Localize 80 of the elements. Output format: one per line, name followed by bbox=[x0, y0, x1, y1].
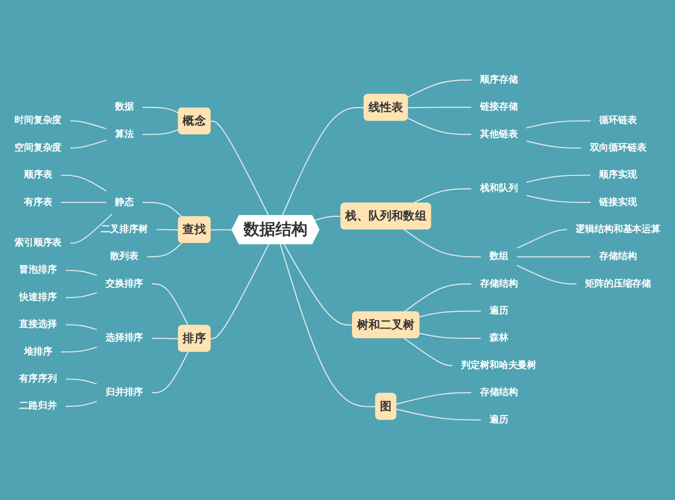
connector bbox=[526, 140, 582, 149]
connector bbox=[152, 352, 189, 394]
connector bbox=[516, 256, 591, 258]
connector bbox=[419, 310, 481, 318]
node-text: 栈和队列 bbox=[480, 183, 518, 194]
connector bbox=[60, 202, 106, 203]
connector bbox=[526, 120, 591, 128]
connector bbox=[66, 378, 97, 385]
node-text: 存储结构 bbox=[480, 387, 518, 398]
node-text: 二路归并 bbox=[19, 400, 57, 412]
node-text: 归并排序 bbox=[105, 387, 144, 398]
node-text: 选择排序 bbox=[105, 332, 144, 344]
node-text: 矩阵的压缩存储 bbox=[585, 278, 652, 290]
node-text: 存储结构 bbox=[480, 278, 518, 290]
node-text: 直接选择 bbox=[19, 319, 57, 330]
node-text: 判定树和哈夫曼树 bbox=[461, 360, 537, 371]
connector bbox=[314, 216, 342, 221]
node-text: 链接实现 bbox=[599, 196, 637, 208]
node-text: 顺序存储 bbox=[480, 74, 518, 86]
connector bbox=[147, 242, 182, 258]
connector bbox=[407, 80, 472, 98]
connector bbox=[70, 213, 113, 244]
node-text: 有序序列 bbox=[19, 374, 57, 384]
node-text: 存储结构 bbox=[599, 251, 637, 262]
node-text: 空间复杂度 bbox=[14, 142, 62, 154]
node-text: 堆排序 bbox=[24, 346, 52, 358]
node-text: 遍历 bbox=[489, 306, 508, 316]
connector bbox=[156, 229, 179, 231]
node-text: 有序表 bbox=[24, 196, 52, 208]
connector bbox=[210, 229, 232, 231]
node-text: 遍历 bbox=[489, 414, 508, 426]
connector bbox=[404, 283, 472, 312]
node-text: 顺序表 bbox=[24, 170, 52, 180]
node-text: 其他链表 bbox=[480, 128, 518, 140]
connector bbox=[66, 400, 97, 407]
connector bbox=[516, 264, 576, 285]
node-text: 散列表 bbox=[110, 251, 138, 262]
connector bbox=[70, 140, 106, 149]
connector bbox=[407, 118, 472, 136]
node-text: 森林 bbox=[489, 332, 508, 344]
connector bbox=[142, 128, 179, 136]
connector bbox=[210, 120, 270, 216]
node-text: 二叉排序树 bbox=[100, 224, 148, 235]
connector bbox=[282, 107, 364, 216]
connector bbox=[70, 120, 106, 130]
node-text: 冒泡排序 bbox=[19, 264, 57, 276]
connector bbox=[516, 229, 567, 249]
connector bbox=[419, 332, 481, 339]
connector bbox=[412, 188, 472, 204]
connector bbox=[284, 244, 353, 326]
connector bbox=[142, 202, 182, 218]
connector bbox=[526, 194, 591, 203]
connector bbox=[396, 392, 472, 405]
node-text: 静态 bbox=[114, 196, 134, 208]
connector bbox=[404, 338, 452, 366]
node-text: 数组 bbox=[489, 251, 508, 262]
connector bbox=[152, 338, 179, 340]
node-text: 时间复杂度 bbox=[14, 115, 62, 126]
connector bbox=[66, 292, 97, 298]
connector bbox=[152, 283, 189, 326]
connector bbox=[60, 346, 97, 352]
connector bbox=[210, 244, 270, 340]
connector bbox=[66, 270, 97, 276]
connector bbox=[526, 174, 591, 183]
node-text: 算法 bbox=[114, 128, 134, 140]
connector bbox=[404, 229, 481, 258]
node-text: 交换排序 bbox=[105, 278, 144, 290]
node-text: 循环链表 bbox=[599, 115, 637, 126]
node-text: 逻辑结构和基本运算 bbox=[576, 224, 660, 235]
connector bbox=[66, 324, 97, 330]
connector bbox=[60, 174, 106, 192]
node-text: 链接存储 bbox=[480, 102, 518, 113]
connector bbox=[408, 106, 472, 108]
node-text: 双向循环链表 bbox=[590, 142, 646, 154]
connector bbox=[280, 244, 376, 408]
node-text: 索引顺序表 bbox=[14, 238, 62, 248]
connector bbox=[396, 408, 481, 420]
connector bbox=[142, 106, 179, 114]
node-text: 数据 bbox=[114, 102, 134, 113]
node-text: 顺序实现 bbox=[599, 170, 637, 180]
